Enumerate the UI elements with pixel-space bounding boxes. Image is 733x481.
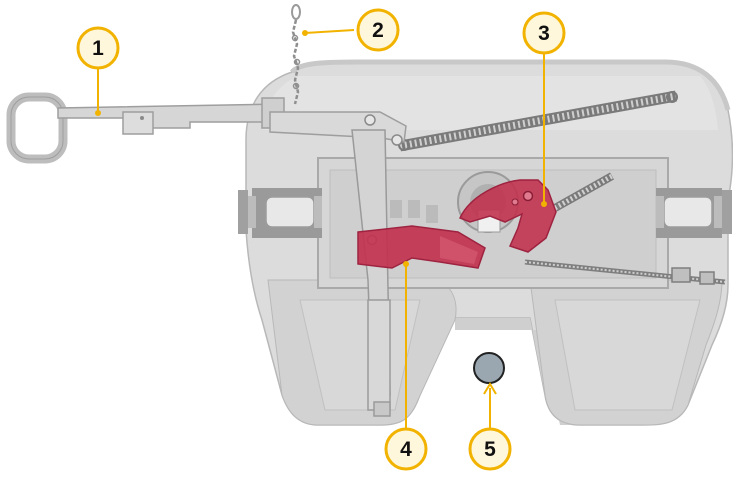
callout-4-number: 4 <box>400 438 412 461</box>
callout-5-number: 5 <box>484 438 496 461</box>
leader-2 <box>304 29 355 34</box>
leader-lines <box>95 29 547 428</box>
locking-jaw <box>458 179 557 253</box>
right-pivot-bushing <box>656 190 732 234</box>
plate-rim <box>290 59 731 111</box>
callout-4: 4 <box>384 427 428 471</box>
handle-clamp <box>122 111 154 135</box>
safety-chain <box>291 4 301 105</box>
handle-ring <box>6 92 68 164</box>
right-ramp-inner <box>554 299 701 411</box>
callout-2-number: 2 <box>372 19 384 42</box>
callout-3: 3 <box>522 11 566 55</box>
kingpin-marker <box>473 352 505 384</box>
callout-1-number: 1 <box>92 37 104 60</box>
frame-block-1 <box>390 200 402 218</box>
jaw-spring <box>553 172 614 212</box>
callout-3-number: 3 <box>538 22 550 45</box>
frame-block-2 <box>408 200 420 218</box>
callout-5: 5 <box>468 427 512 471</box>
callout-2: 2 <box>356 8 400 52</box>
frame-block-3 <box>426 205 438 223</box>
handle-ring-outline <box>10 96 64 160</box>
lock-plunger <box>357 225 486 269</box>
callout-1: 1 <box>76 26 120 70</box>
left-pivot-bushing <box>238 190 322 234</box>
adjustment-rod <box>524 259 726 285</box>
